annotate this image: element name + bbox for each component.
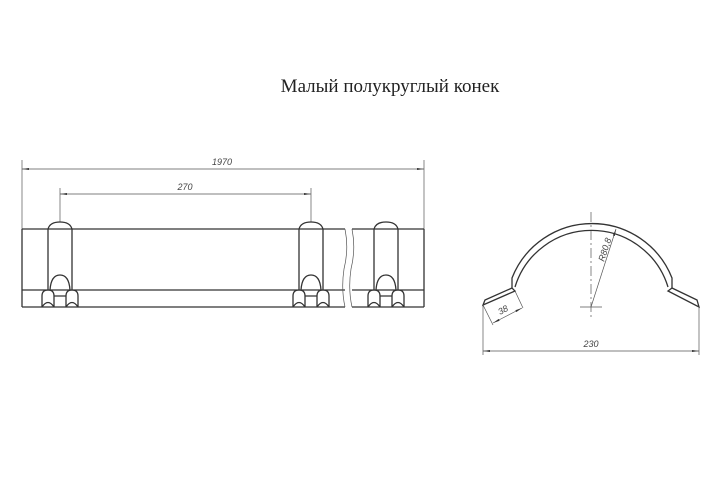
- drawing-title: Малый полукруглый конек: [280, 76, 500, 97]
- profile-view: R80,8 38 230: [481, 212, 701, 355]
- radius-label: R80,8: [596, 237, 613, 263]
- dimension-spacing-label: 270: [176, 182, 192, 192]
- rib: [41, 221, 79, 308]
- radius-dimension-line: [590, 228, 617, 308]
- dimension-length-label: 1970: [212, 157, 232, 167]
- flange-label: 38: [496, 303, 510, 317]
- rib: [367, 221, 405, 308]
- side-view: 1970 270: [21, 157, 425, 308]
- rib: [292, 221, 330, 308]
- width-label: 230: [582, 339, 598, 349]
